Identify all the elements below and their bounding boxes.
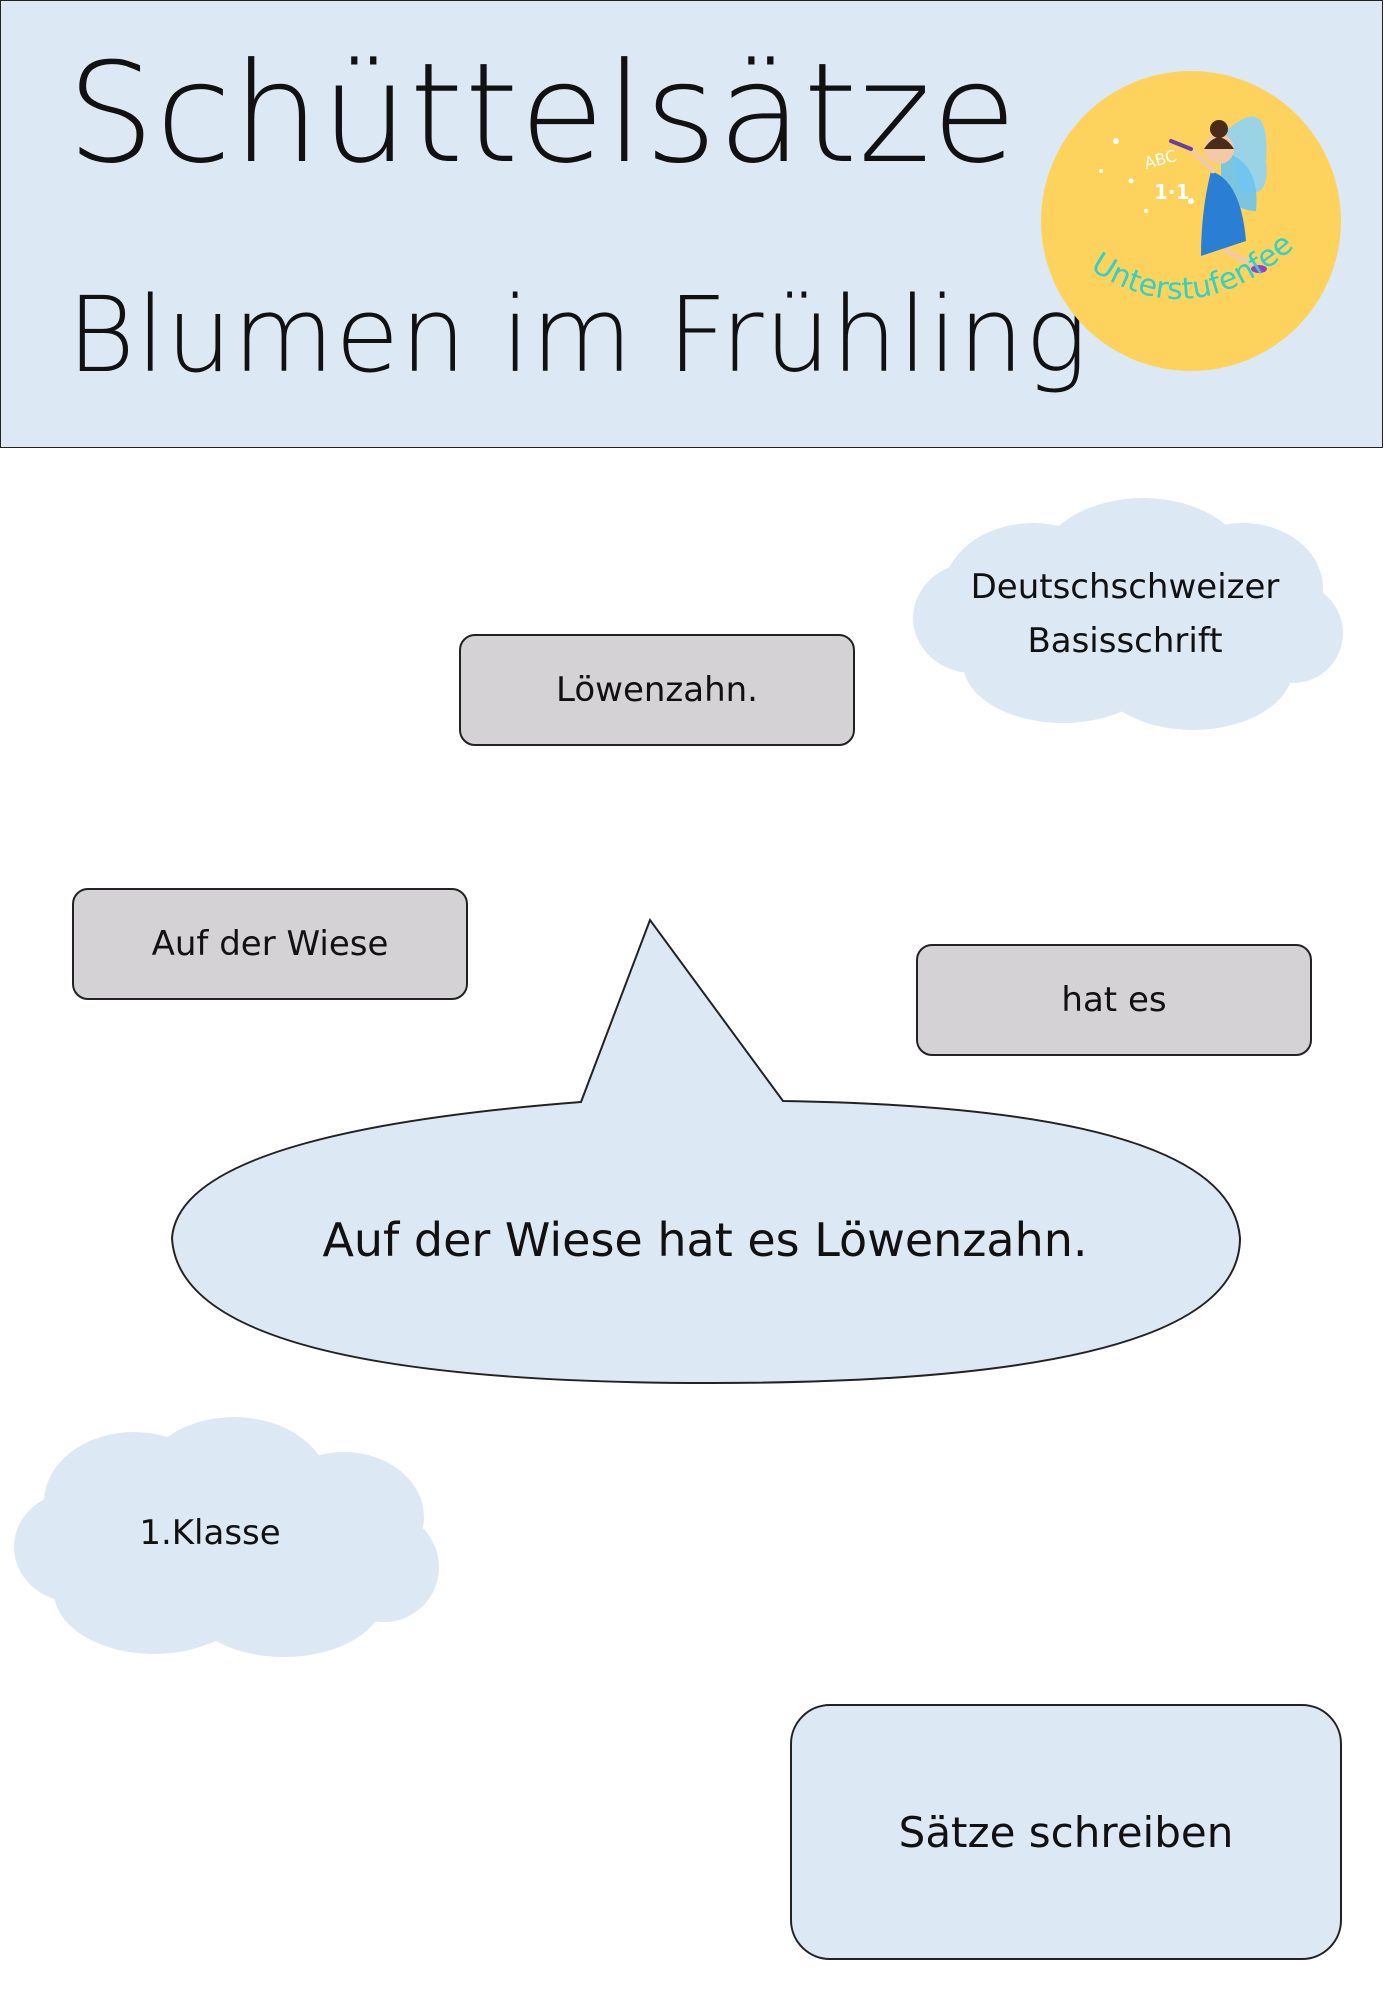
- word-card-hat-es[interactable]: hat es: [916, 944, 1312, 1056]
- solution-sentence: Auf der Wiese hat es Löwenzahn.: [322, 1213, 1088, 1267]
- font-cloud-line1: Deutschschweizer: [970, 567, 1280, 607]
- page-title: Schüttelsätze: [67, 33, 1018, 194]
- svg-text:1·1: 1·1: [1154, 180, 1189, 204]
- font-cloud-text: Deutschschweizer Basisschrift: [960, 560, 1290, 668]
- unterstufenfee-logo: ABC 1·1 Unterstufenfee: [1041, 71, 1341, 371]
- font-cloud: [913, 498, 1343, 730]
- page-subtitle: Blumen im Frühling: [67, 274, 1089, 396]
- fairy-icon: ABC 1·1 Unterstufenfee: [1085, 116, 1300, 308]
- svg-text:Unterstufenfee: Unterstufenfee: [1085, 227, 1300, 308]
- grade-cloud-text: 1.Klasse: [139, 1513, 281, 1553]
- grade-cloud: [14, 1417, 439, 1657]
- svg-text:ABC: ABC: [1142, 146, 1179, 173]
- task-box: Sätze schreiben: [790, 1704, 1342, 1960]
- font-cloud-line2: Basisschrift: [1027, 621, 1223, 661]
- solution-speech-bubble: [170, 918, 1242, 1385]
- word-card-auf-der-wiese[interactable]: Auf der Wiese: [72, 888, 468, 1000]
- header-banner: Schüttelsätze Blumen im Frühling: [0, 0, 1383, 448]
- word-card-loewenzahn[interactable]: Löwenzahn.: [459, 634, 855, 746]
- logo-label: Unterstufenfee: [1085, 227, 1300, 308]
